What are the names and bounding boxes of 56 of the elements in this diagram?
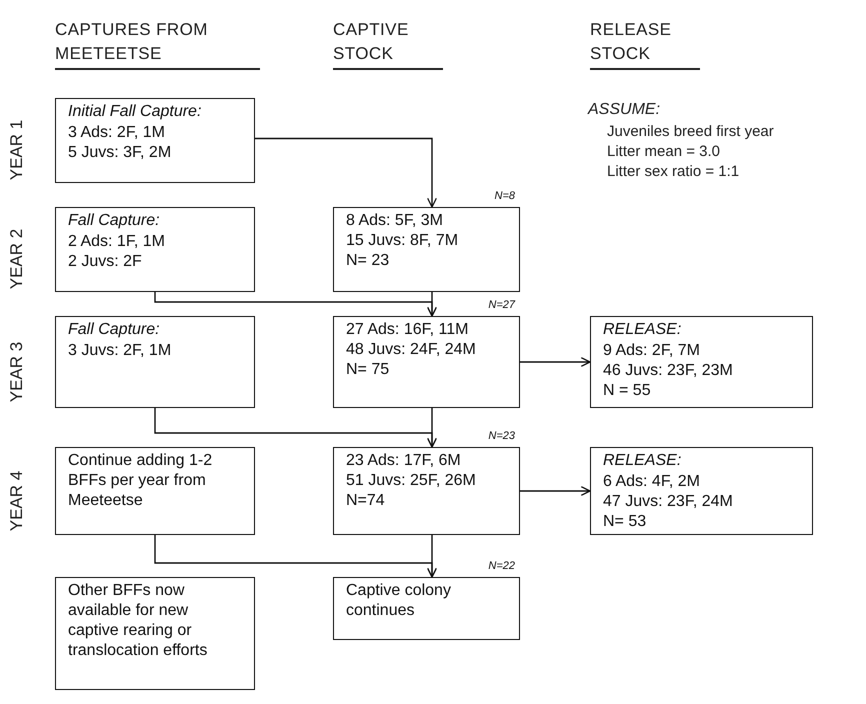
box-text: N = 55 [603, 381, 652, 401]
box-text: 3 Juvs: 2F, 1M [68, 341, 172, 361]
box-text: 47 Juvs: 23F, 24M [603, 492, 734, 512]
process-box [55, 207, 255, 292]
box-text: N= 75 [346, 360, 390, 380]
box-text: Continue adding 1-2 BFFs per year from Meeteetse [68, 451, 214, 511]
box-text: 2 Juvs: 2F [68, 252, 143, 272]
year-label: YEAR 3 [7, 340, 27, 404]
box-heading: Fall Capture: [68, 211, 161, 231]
process-box [55, 447, 255, 535]
year-label: YEAR 2 [7, 228, 27, 292]
assumptions-heading: ASSUME: [588, 100, 660, 120]
arrow [520, 356, 591, 368]
box-heading: RELEASE: [603, 320, 682, 340]
count-note: N=27 [488, 298, 515, 312]
year-label: YEAR 4 [7, 470, 27, 534]
box-text: Captive colony continues [346, 581, 452, 621]
box-text: 15 Juvs: 8F, 7M [346, 231, 460, 251]
box-text: 8 Ads: 5F, 3M [346, 211, 444, 231]
year-label: YEAR 1 [7, 118, 27, 182]
count-note: N=22 [488, 559, 515, 573]
box-text: 5 Juvs: 3F, 2M [68, 143, 172, 163]
box-text: N= 53 [603, 512, 648, 532]
box-text: 23 Ads: 17F, 6M [346, 451, 462, 471]
arrow [426, 408, 438, 448]
box-text: 51 Juvs: 25F, 26M [346, 471, 477, 491]
assumption-text: Litter sex ratio = 1:1 [607, 162, 740, 182]
box-heading: Initial Fall Capture: [68, 102, 202, 122]
count-note: N=8 [494, 189, 515, 203]
box-text: N=74 [346, 491, 386, 511]
assumption-text: Litter mean = 3.0 [607, 142, 720, 162]
column-heading: RELEASE STOCK [590, 18, 700, 70]
column-heading: CAPTURES FROM MEETEETSE [55, 18, 260, 70]
process-box [590, 316, 813, 408]
process-box [55, 577, 255, 690]
arrow [255, 138, 438, 208]
box-text: 9 Ads: 2F, 7M [603, 341, 701, 361]
box-text: 48 Juvs: 24F, 24M [346, 340, 477, 360]
box-text: 27 Ads: 16F, 11M [346, 320, 470, 340]
box-text: 6 Ads: 4F, 2M [603, 472, 701, 492]
box-text: 46 Juvs: 23F, 23M [603, 361, 734, 381]
arrow [426, 535, 438, 578]
column-heading: CAPTIVE STOCK [333, 18, 443, 70]
process-box [55, 98, 255, 183]
box-text: 3 Ads: 2F, 1M [68, 123, 166, 143]
count-note: N=23 [488, 429, 515, 443]
assumption-text: Juveniles breed first year [607, 122, 774, 142]
box-text: 2 Ads: 1F, 1M [68, 232, 166, 252]
box-heading: Fall Capture: [68, 320, 161, 340]
box-text: N= 23 [346, 251, 390, 271]
arrow [426, 292, 438, 317]
box-heading: RELEASE: [603, 451, 682, 471]
process-box [55, 316, 255, 408]
process-box [590, 447, 813, 535]
box-text: Other BFFs now available for new captive rearing or translocation efforts [68, 581, 208, 661]
arrow [520, 486, 591, 496]
